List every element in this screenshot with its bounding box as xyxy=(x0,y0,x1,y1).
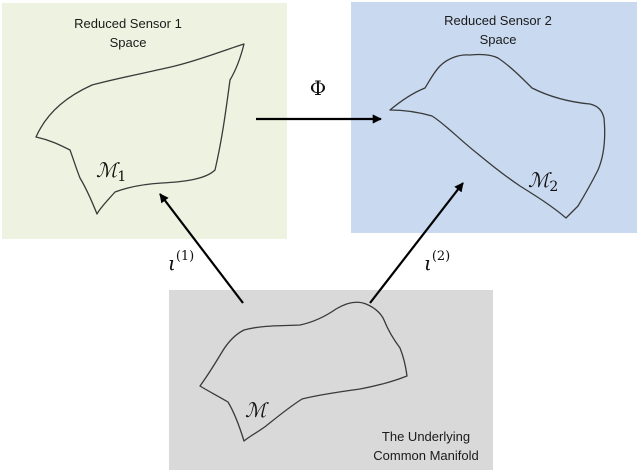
sensor1-panel: Reduced Sensor 1 Space ℳ1 xyxy=(2,3,287,239)
iota2-label: ι(2) xyxy=(424,249,450,275)
sensor2-background xyxy=(351,2,637,233)
iota1-superscript: (1) xyxy=(176,249,194,264)
sensor2-panel: Reduced Sensor 2 Space ℳ2 xyxy=(351,2,637,233)
sensor1-title-line1: Reduced Sensor 1 xyxy=(74,16,182,31)
sensor1-title-line2: Space xyxy=(110,35,147,50)
sensor2-title-line2: Space xyxy=(480,32,517,47)
sensor1-manifold-symbol: ℳ1 xyxy=(96,158,126,185)
common-manifold-symbol: ℳ xyxy=(245,398,269,422)
iota2-symbol: ι xyxy=(424,251,432,275)
common-title-line1: The Underlying xyxy=(382,429,470,444)
sensor1-manifold-curve xyxy=(35,43,245,215)
phi-label: Φ xyxy=(310,76,326,100)
common-manifold-curve xyxy=(199,301,408,442)
common-panel: ℳ The Underlying Common Manifold xyxy=(169,290,493,470)
sensor1-background xyxy=(2,3,287,239)
common-title-line2: Common Manifold xyxy=(373,448,479,463)
sensor1-manifold-letter: ℳ xyxy=(96,158,120,182)
iota2-superscript: (2) xyxy=(432,249,450,264)
iota1-symbol: ι xyxy=(168,251,176,275)
iota2-arrow xyxy=(369,182,464,304)
sensor2-manifold-letter: ℳ xyxy=(528,168,552,192)
sensor2-title-line1: Reduced Sensor 2 xyxy=(444,13,552,28)
sensor1-manifold-subscript: 1 xyxy=(117,169,126,185)
iota1-label: ι(1) xyxy=(168,249,194,275)
sensor2-manifold-subscript: 2 xyxy=(549,179,558,195)
iota1-arrow xyxy=(159,193,244,304)
sensor2-manifold-symbol: ℳ2 xyxy=(528,168,558,195)
sensor2-manifold-curve xyxy=(389,53,606,219)
common-background xyxy=(169,290,493,470)
